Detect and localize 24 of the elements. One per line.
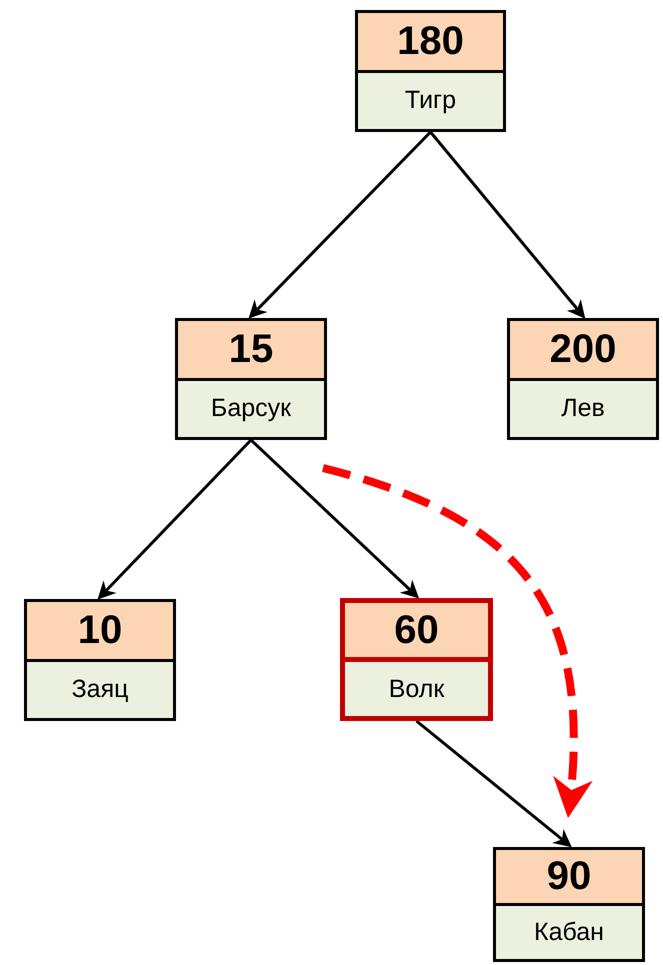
- node-name: Лев: [560, 393, 606, 424]
- node-key: 200: [510, 321, 656, 380]
- tree-node: [507, 318, 659, 440]
- node-name: Заяц: [70, 674, 130, 706]
- arrow: [429, 131, 586, 319]
- node-key: 15: [178, 321, 324, 380]
- dashed-arrow: [322, 464, 592, 818]
- arrow: [250, 438, 420, 598]
- arrow: [98, 438, 252, 600]
- tree-node: [24, 599, 176, 721]
- node-key: 180: [358, 13, 503, 72]
- arrow: [416, 720, 572, 848]
- arrow: [248, 130, 432, 319]
- tree-node: [493, 847, 645, 962]
- node-name: Барсук: [210, 393, 292, 424]
- tree-node: [340, 598, 493, 721]
- tree-node: [175, 318, 327, 440]
- tree-node: [355, 10, 506, 132]
- node-name: Тигр: [404, 85, 458, 116]
- node-key: 90: [496, 850, 642, 906]
- node-key: 60: [345, 603, 488, 662]
- node-key: 10: [27, 602, 173, 662]
- node-name: Волк: [388, 674, 446, 704]
- node-name: Кабан: [533, 917, 605, 948]
